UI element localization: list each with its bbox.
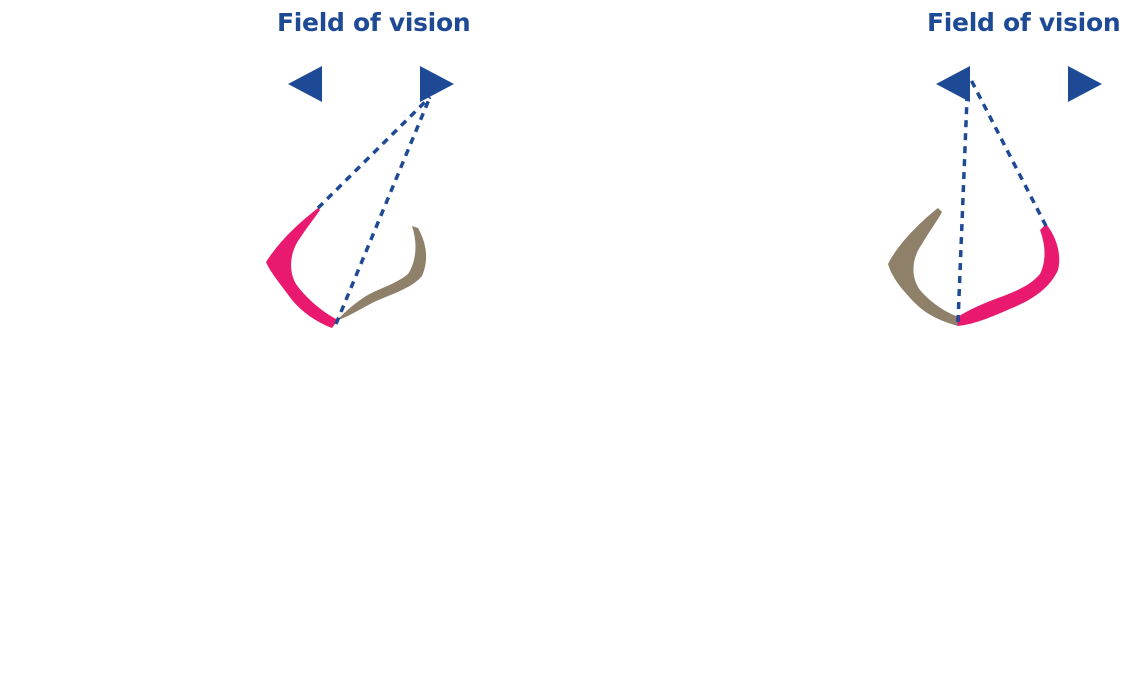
- panel-title: Field of vision: [277, 8, 470, 37]
- inactive-visual-cortex: [888, 208, 962, 326]
- triangle-left-icon: [936, 66, 970, 102]
- vision-line-1: [318, 97, 430, 208]
- brain-diagram-left: [0, 0, 561, 684]
- panel-right: Field of vision: [561, 0, 1122, 684]
- triangle-left-icon: [288, 66, 322, 102]
- panel-title: Field of vision: [927, 8, 1120, 37]
- inactive-visual-cortex: [332, 226, 426, 326]
- triangle-right-icon: [420, 66, 454, 102]
- vision-line-2: [968, 74, 1046, 226]
- vision-line-1: [958, 74, 968, 322]
- active-visual-cortex: [956, 224, 1059, 326]
- triangle-right-icon: [1068, 66, 1102, 102]
- brain-diagram-right: [561, 0, 1122, 684]
- panel-left: Field of vision: [0, 0, 561, 684]
- active-visual-cortex: [266, 208, 338, 328]
